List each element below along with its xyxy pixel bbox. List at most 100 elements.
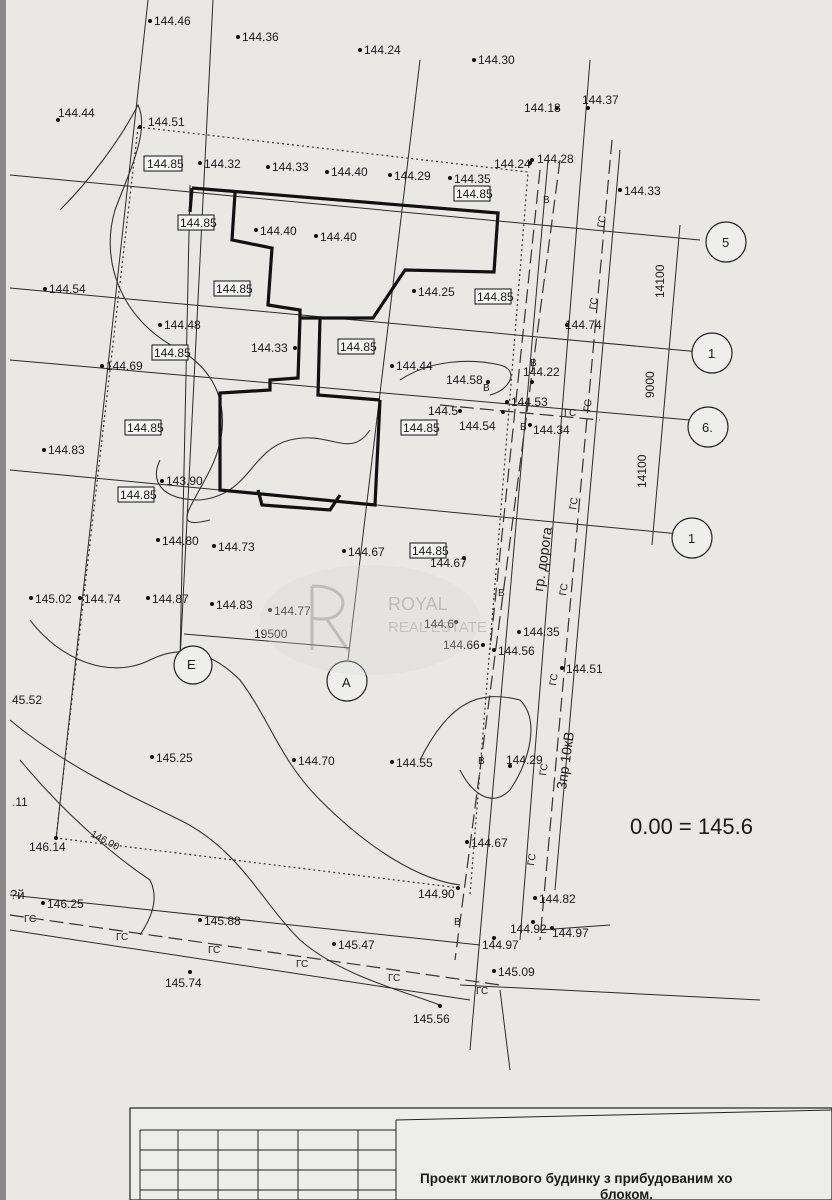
project-title-line2: блоком. bbox=[600, 1187, 653, 1200]
watermark: ROYAL REAL ESTATE bbox=[260, 565, 487, 675]
svg-text:5: 5 bbox=[722, 235, 729, 250]
dimension-labels: 14100 9000 14100 19500 bbox=[254, 264, 667, 641]
elevation-point: 144.83 bbox=[210, 598, 253, 612]
elevation-point: 144.77 bbox=[268, 604, 311, 618]
elevation-point: 144.46 bbox=[148, 14, 191, 28]
watermark-logo bbox=[310, 584, 350, 651]
svg-text:144.48: 144.48 bbox=[164, 318, 201, 332]
svg-text:144.83: 144.83 bbox=[48, 443, 85, 457]
svg-text:145.47: 145.47 bbox=[338, 938, 375, 952]
svg-text:1: 1 bbox=[688, 531, 695, 546]
svg-text:A: A bbox=[342, 675, 351, 690]
svg-text:ГС: ГС bbox=[558, 583, 571, 597]
elevation-point: 45.52 bbox=[12, 693, 42, 707]
elevation-point: 144.33 bbox=[251, 341, 297, 355]
svg-text:144.85: 144.85 bbox=[180, 216, 217, 230]
elevation-point: 146.14 bbox=[29, 836, 66, 854]
svg-text:ГС: ГС bbox=[388, 973, 400, 984]
elevation-point: .11 bbox=[12, 795, 28, 809]
svg-text:ГС: ГС bbox=[24, 914, 36, 925]
svg-text:144.33: 144.33 bbox=[251, 341, 288, 355]
svg-text:144.85: 144.85 bbox=[147, 157, 184, 171]
elevation-point: 144.29 bbox=[506, 753, 543, 768]
elevation-point: 144.32 bbox=[198, 157, 241, 171]
elevation-point: 143.90 bbox=[160, 474, 203, 488]
svg-text:144.24: 144.24 bbox=[494, 157, 531, 171]
svg-text:144.97: 144.97 bbox=[482, 938, 519, 952]
svg-text:ГС: ГС bbox=[548, 673, 561, 687]
svg-text:144.51: 144.51 bbox=[148, 115, 185, 129]
utility-lines bbox=[9, 59, 761, 1071]
svg-text:144.85: 144.85 bbox=[154, 346, 191, 360]
boxed-level-tag: 144.85 bbox=[474, 288, 514, 305]
elevation-point: 144.44 bbox=[56, 106, 95, 122]
elevation-point: 144.40 bbox=[254, 224, 297, 238]
road-border-label: гр. дорога bbox=[530, 526, 555, 593]
svg-text:144.92: 144.92 bbox=[510, 922, 547, 936]
svg-text:144.29: 144.29 bbox=[506, 753, 543, 767]
svg-text:ROYAL: ROYAL bbox=[388, 594, 448, 614]
svg-text:6.: 6. bbox=[702, 420, 713, 435]
elevation-point: 144.82 bbox=[533, 892, 576, 906]
elevation-point: 144.33 bbox=[266, 160, 309, 174]
elevation-point: 144.97 bbox=[482, 936, 519, 952]
svg-text:144.24: 144.24 bbox=[364, 43, 401, 57]
boxed-level-tag: 144.85 bbox=[453, 185, 493, 202]
axis-marker-6: 6. bbox=[687, 406, 729, 448]
elevation-points: 144.46 144.36 144.24 144.30 144.18 144.3… bbox=[12, 14, 661, 1026]
svg-text:144.44: 144.44 bbox=[58, 106, 95, 120]
elevation-point: 144.18 bbox=[524, 101, 561, 115]
svg-text:144.44: 144.44 bbox=[396, 359, 433, 373]
svg-text:145.74: 145.74 bbox=[165, 976, 202, 990]
svg-text:REAL ESTATE: REAL ESTATE bbox=[388, 619, 487, 636]
svg-text:144.67: 144.67 bbox=[348, 545, 385, 559]
building-outline bbox=[188, 186, 500, 512]
svg-text:144.54: 144.54 bbox=[459, 419, 496, 433]
elevation-point: 145.74 bbox=[165, 970, 202, 990]
svg-text:144.18: 144.18 bbox=[524, 101, 561, 115]
elevation-point: 144.80 bbox=[156, 534, 199, 548]
svg-text:143.90: 143.90 bbox=[166, 474, 203, 488]
elevation-point: 144.92 bbox=[510, 920, 547, 936]
elevation-point: 144.22 bbox=[523, 365, 560, 384]
svg-text:144.53: 144.53 bbox=[511, 395, 548, 409]
elevation-point: 144.44 bbox=[390, 359, 433, 373]
elevation-point: 144.29 bbox=[388, 169, 431, 183]
elevation-point: 144.35 bbox=[517, 625, 560, 639]
svg-text:144.97: 144.97 bbox=[552, 926, 589, 940]
svg-text:B: B bbox=[483, 383, 490, 394]
elevation-point: 144.28 bbox=[530, 152, 574, 166]
scan-edge-shadow bbox=[0, 0, 6, 1200]
boxed-level-tags: 144.85 144.85 144.85 144.85 144.85 144.8… bbox=[117, 155, 514, 559]
boxed-level-tag: 144.85 bbox=[151, 344, 191, 361]
contour-lines bbox=[9, 103, 532, 1006]
elevation-point: 144.37 bbox=[582, 93, 619, 110]
svg-text:144.85: 144.85 bbox=[120, 488, 157, 502]
dimension-9000: 9000 bbox=[643, 371, 657, 398]
boxed-level-tag: 144.85 bbox=[409, 542, 449, 559]
dimension-14100-bottom: 14100 bbox=[635, 454, 649, 488]
boxed-level-tag: 144.85 bbox=[117, 486, 157, 503]
svg-text:144.85: 144.85 bbox=[216, 282, 253, 296]
elevation-point: 144.70 bbox=[292, 754, 335, 768]
elevation-point: 144.54 bbox=[459, 410, 505, 433]
elevation-point: 145.47 bbox=[332, 938, 375, 952]
elevation-point: 145.25 bbox=[150, 751, 193, 765]
elevation-point: 144.34 bbox=[528, 423, 570, 437]
svg-text:144.82: 144.82 bbox=[539, 892, 576, 906]
axis-marker-1-bottom: 1 bbox=[671, 517, 713, 559]
svg-text:E: E bbox=[187, 657, 196, 672]
svg-text:144.73: 144.73 bbox=[218, 540, 255, 554]
svg-text:144.40: 144.40 bbox=[331, 165, 368, 179]
project-title-line1: Проект житлового будинку з прибудованим … bbox=[420, 1171, 733, 1186]
svg-text:144.80: 144.80 bbox=[162, 534, 199, 548]
boxed-level-tag: 144.85 bbox=[124, 419, 164, 436]
svg-text:ГС: ГС bbox=[208, 945, 220, 956]
elevation-point: 144.67 bbox=[430, 556, 467, 570]
boxed-level-tag: 144.85 bbox=[143, 155, 184, 172]
svg-text:144.40: 144.40 bbox=[260, 224, 297, 238]
svg-text:146.14: 146.14 bbox=[29, 840, 66, 854]
svg-text:144.55: 144.55 bbox=[396, 756, 433, 770]
svg-text:144.5: 144.5 bbox=[428, 404, 458, 418]
